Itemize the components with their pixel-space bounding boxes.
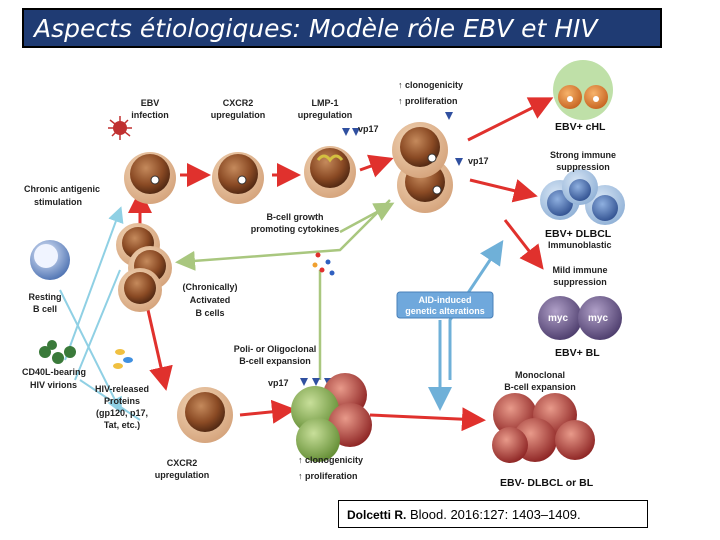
label-ebv-chl: EBV+ cHL: [555, 121, 606, 133]
arrow-left-down: [146, 309, 173, 391]
label-ebv-bl: EBV+ BL: [555, 347, 600, 359]
arrow-bottom-cxcr2-to-green: [239, 399, 296, 424]
cell-ebv-infected: [124, 152, 176, 204]
label-ebv-neg: EBV- DLBCL or BL: [500, 477, 594, 489]
aid-box: [396, 291, 494, 319]
label-myc-2: myc: [588, 313, 608, 324]
title-bar: Aspects étiologiques: Modèle rôle EBV et…: [22, 8, 662, 48]
arrow-lmp1-to-clonal: [359, 154, 394, 178]
resting-b-cell: [30, 240, 70, 280]
label-vp17-a: vp17: [358, 124, 379, 134]
arrow-cytokines-up: [339, 202, 395, 234]
cell-lmp1: [304, 146, 356, 198]
cytokine-dots: [312, 252, 335, 276]
label-vp17-b: vp17: [468, 156, 489, 166]
label-immunoblastic: Immunoblastic: [548, 240, 612, 250]
citation-box: Dolcetti R. Blood. 2016:127: 1403–1409.: [338, 500, 648, 528]
arrow-dlbcl-to-bl: [503, 219, 544, 270]
ebv-particle-icon: [108, 116, 132, 140]
arrow-to-chl: [467, 97, 554, 142]
slide-title: Aspects étiologiques: Modèle rôle EBV et…: [34, 14, 598, 43]
arrow-cd40l: [64, 206, 124, 361]
cell-cxcr2-top: [212, 152, 264, 204]
citation-reference: Blood. 2016:127: 1403–1409.: [409, 507, 581, 522]
arrow-resting-lines: [59, 289, 122, 414]
arrow-to-dlbcl: [469, 178, 538, 203]
label-vp17-c: vp17: [268, 378, 289, 388]
label-clonogenicity-bottom: ↑ clonogenicity↑ proliferation: [298, 455, 363, 481]
arrow-green-to-monoclonal: [369, 407, 486, 432]
hiv-virions-icon: [39, 340, 76, 364]
arrow-hiv-proteins: [74, 269, 121, 381]
label-ebv-dlbcl: EBV+ DLBCL: [545, 228, 612, 240]
cells-green-red: [291, 373, 372, 462]
label-myc-1: myc: [548, 313, 568, 324]
activated-b-cells: [116, 223, 172, 312]
arrows: [59, 97, 554, 432]
label-clonogenicity-top: ↑ clonogenicity↑ proliferation: [398, 80, 463, 106]
arrow-bl-to-blue: [448, 240, 504, 380]
hiv-proteins-icon: [113, 349, 133, 369]
cell-clonal-top: [392, 122, 453, 213]
cells-ebv-bl: [538, 296, 622, 340]
cells-ebv-dlbcl: [540, 169, 625, 225]
cell-cxcr2-bottom: [177, 387, 233, 443]
cells-ebv-chl: [553, 60, 613, 120]
cells-monoclonal: [492, 393, 595, 463]
citation-authors: Dolcetti R.: [347, 508, 407, 522]
